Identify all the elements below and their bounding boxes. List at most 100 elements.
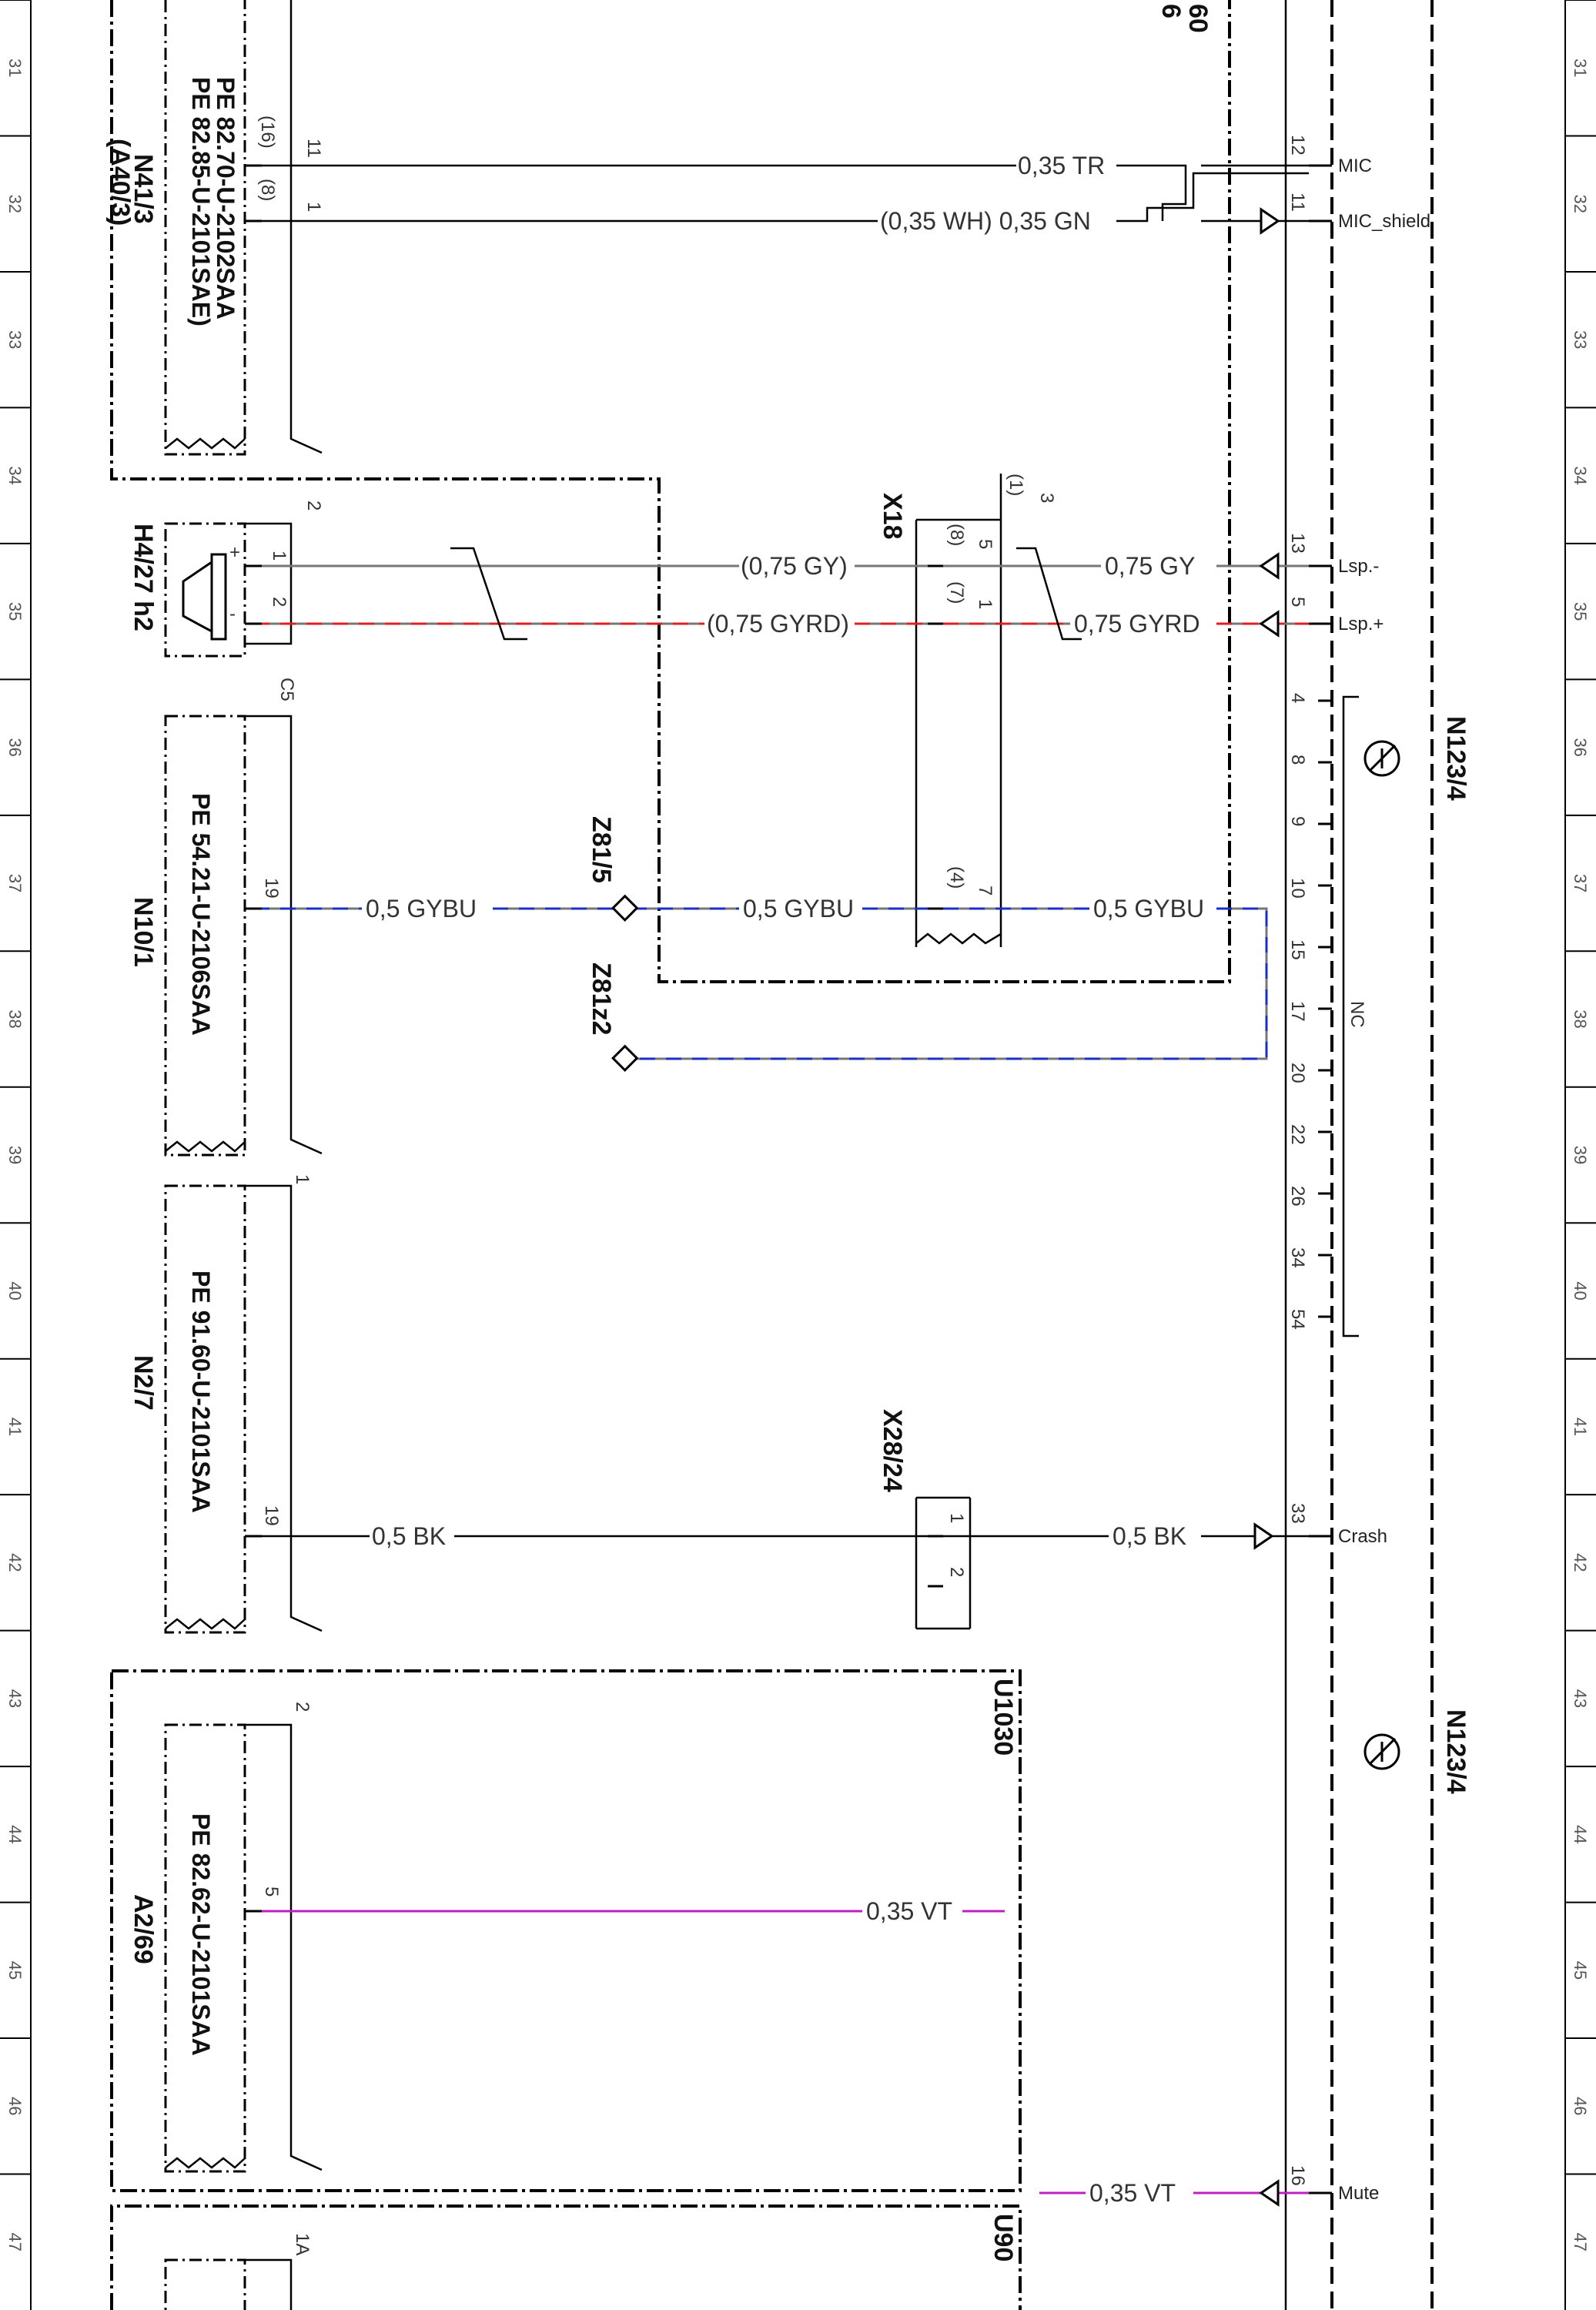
pin-x18-1-alt: (7): [946, 581, 967, 604]
label-u1030: U1030: [989, 1679, 1018, 1756]
wire-label-gybu-1: 0,5 GYBU: [366, 895, 477, 922]
frame-u90-inner: [164, 2258, 246, 2310]
label-n123-4: N123/4: [1441, 716, 1471, 801]
grid-row-number: 41: [1571, 1418, 1590, 1436]
grid-row-number: 38: [5, 1009, 25, 1028]
grid-row-number: 40: [5, 1281, 25, 1300]
grid-row-number: 32: [1571, 194, 1590, 213]
wire-label-mic-tr: 0,35 TR: [1018, 152, 1105, 179]
grid-row-number: 39: [1571, 1146, 1590, 1164]
grid-row-number: 34: [1571, 466, 1590, 484]
wire-mic-tr: [254, 164, 1187, 221]
pin-x28-24-1: 1: [946, 1513, 967, 1523]
label-z81z2: Z81z2: [587, 962, 616, 1036]
label-n10-1: N10/1: [129, 897, 158, 967]
splice-z81-5: [611, 894, 639, 922]
grid-row-number: 33: [1571, 330, 1590, 349]
break-mark-x18: [915, 932, 1002, 945]
grid-row-number: 36: [1571, 738, 1590, 756]
label-z81-5: Z81/5: [587, 816, 616, 883]
label-a2-69: A2/69: [129, 1894, 158, 1964]
label-a40-3: (A40/3): [105, 139, 135, 226]
frame-h4-27-side: [245, 522, 293, 645]
wire-label-bk-2: 0,5 BK: [1113, 1522, 1186, 1550]
wire-label-gybu-3: 0,5 GYBU: [1093, 895, 1204, 922]
pin-num-mute: 16: [1287, 2165, 1308, 2186]
transistor-icon-n123-4-b: [1363, 1733, 1400, 1770]
grid-row-number: 31: [5, 59, 25, 77]
twist-mark-left: [450, 547, 527, 641]
frame-a2-69-side: [245, 1723, 323, 2171]
grid-row-number: 45: [5, 1961, 25, 1980]
label-n41-3: N41/3: [129, 154, 158, 224]
grid-row-number: 33: [5, 330, 25, 349]
nc-pin-number: 10: [1287, 878, 1308, 899]
nc-pin-number: 20: [1287, 1063, 1308, 1083]
label-u90: U90: [989, 2214, 1018, 2261]
wire-mic-gn: [254, 172, 1309, 223]
ref-60: 60: [1183, 4, 1213, 33]
pe-n10-1: PE 54.21-U-2106SAA: [187, 793, 215, 1036]
frame-n2-7-side: [245, 1184, 323, 1632]
wire-gybu: [254, 907, 1268, 1060]
nc-pin-number: 4: [1287, 693, 1308, 703]
grid-row-number: 35: [5, 602, 25, 621]
pin-name-mic-shield: MIC_shield: [1338, 211, 1430, 232]
pin-n41-3-11: 11: [303, 139, 324, 158]
frame-n41-3-inner: [164, 0, 246, 456]
grid-row-number: 43: [1571, 1689, 1590, 1708]
wire-label-gy-right: 0,75 GY: [1105, 552, 1195, 580]
pe-n2-7: PE 91.60-U-2101SAA: [187, 1270, 215, 1513]
pin-h4-27-2: 2: [269, 597, 289, 607]
grid-row-number: 47: [5, 2233, 25, 2251]
arrow-lsp-minus: [1259, 552, 1280, 580]
grid-row-number: 37: [5, 874, 25, 892]
nc-pin-number: 8: [1287, 755, 1308, 765]
grid-row-number: 41: [5, 1418, 25, 1436]
conn-h4-27: 2: [303, 500, 324, 511]
arrow-mic-shield: [1260, 207, 1280, 235]
frame-a2-69: [164, 1723, 246, 2173]
pin-x18-7-alt: (4): [946, 866, 967, 889]
pin-name-nc: NC: [1347, 1001, 1367, 1028]
pin-name-mute: Mute: [1338, 2183, 1379, 2204]
speaker-icon: [182, 553, 227, 641]
frame-n10-1: [164, 715, 246, 1157]
frame-n2-7: [164, 1184, 246, 1634]
wire-label-gybu-2: 0,5 GYBU: [743, 895, 854, 922]
grid-row-number: 34: [5, 466, 25, 484]
arrow-mute: [1259, 2179, 1280, 2207]
connector-x28-24-body: [915, 1496, 972, 1630]
pin-name-lsp-plus: Lsp.+: [1338, 614, 1384, 634]
break-mark-a2-69: [165, 2157, 246, 2169]
conn-x18-alt: (1): [1005, 474, 1026, 496]
grid-row-number: 46: [5, 2097, 25, 2115]
pin-num-mic-shield: 11: [1287, 192, 1308, 212]
pin-x18-5: 5: [975, 539, 995, 549]
label-n123-4-b: N123/4: [1441, 1709, 1471, 1794]
frame-n10-1-side: [245, 715, 323, 1155]
wire-label-gy-left: (0,75 GY): [741, 552, 848, 580]
grid-row-number: 40: [1571, 1281, 1590, 1300]
grid-row-number: 32: [5, 194, 25, 213]
pin-name-crash: Crash: [1338, 1526, 1387, 1547]
break-mark-n2-7: [165, 1618, 246, 1630]
grid-row-number: 44: [1571, 1825, 1590, 1843]
wire-label-vt-1: 0,35 VT: [866, 1897, 952, 1925]
wire-label-mic-gn: (0,35 WH) 0,35 GN: [880, 207, 1091, 235]
grid-row-number: 35: [1571, 602, 1590, 621]
pin-x18-1: 1: [975, 599, 995, 609]
ref-6: 6: [1156, 4, 1186, 18]
nc-pin-number: 22: [1287, 1124, 1308, 1145]
nc-pin-number: 54: [1287, 1309, 1308, 1330]
pin-a2-69-5: 5: [261, 1886, 282, 1897]
pe-n41-3-2: PE 82.85-U-2101SAE): [187, 77, 215, 326]
label-h4-27: H4/27 h2: [129, 524, 158, 631]
grid-row-number: 36: [5, 738, 25, 756]
plus-h4-27: +: [229, 542, 240, 563]
label-x18: X18: [878, 493, 907, 540]
